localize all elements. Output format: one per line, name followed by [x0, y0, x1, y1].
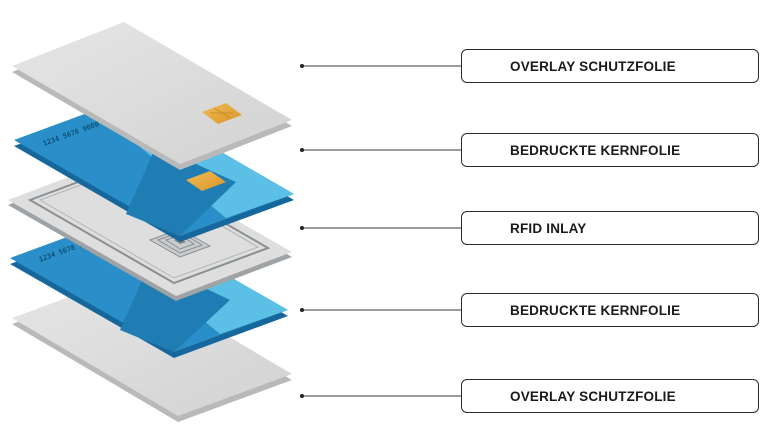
label-overlay-bottom: OVERLAY SCHUTZFOLIE: [461, 379, 759, 413]
label-text: BEDRUCKTE KERNFOLIE: [510, 142, 681, 158]
label-core-lower: BEDRUCKTE KERNFOLIE: [461, 293, 759, 327]
label-text: BEDRUCKTE KERNFOLIE: [510, 302, 681, 318]
label-core-upper: BEDRUCKTE KERNFOLIE: [461, 133, 759, 167]
label-overlay-top: OVERLAY SCHUTZFOLIE: [461, 49, 759, 83]
chip-icon: [202, 103, 242, 124]
layer-overlay-top: [12, 22, 292, 170]
label-text: OVERLAY SCHUTZFOLIE: [510, 388, 676, 404]
chip-icon: [186, 171, 226, 191]
label-rfid-inlay: RFID INLAY: [461, 211, 759, 245]
label-text: RFID INLAY: [510, 220, 587, 236]
leader-lines: [300, 64, 461, 398]
layer-overlay-bottom: [12, 276, 292, 422]
label-text: OVERLAY SCHUTZFOLIE: [510, 58, 676, 74]
